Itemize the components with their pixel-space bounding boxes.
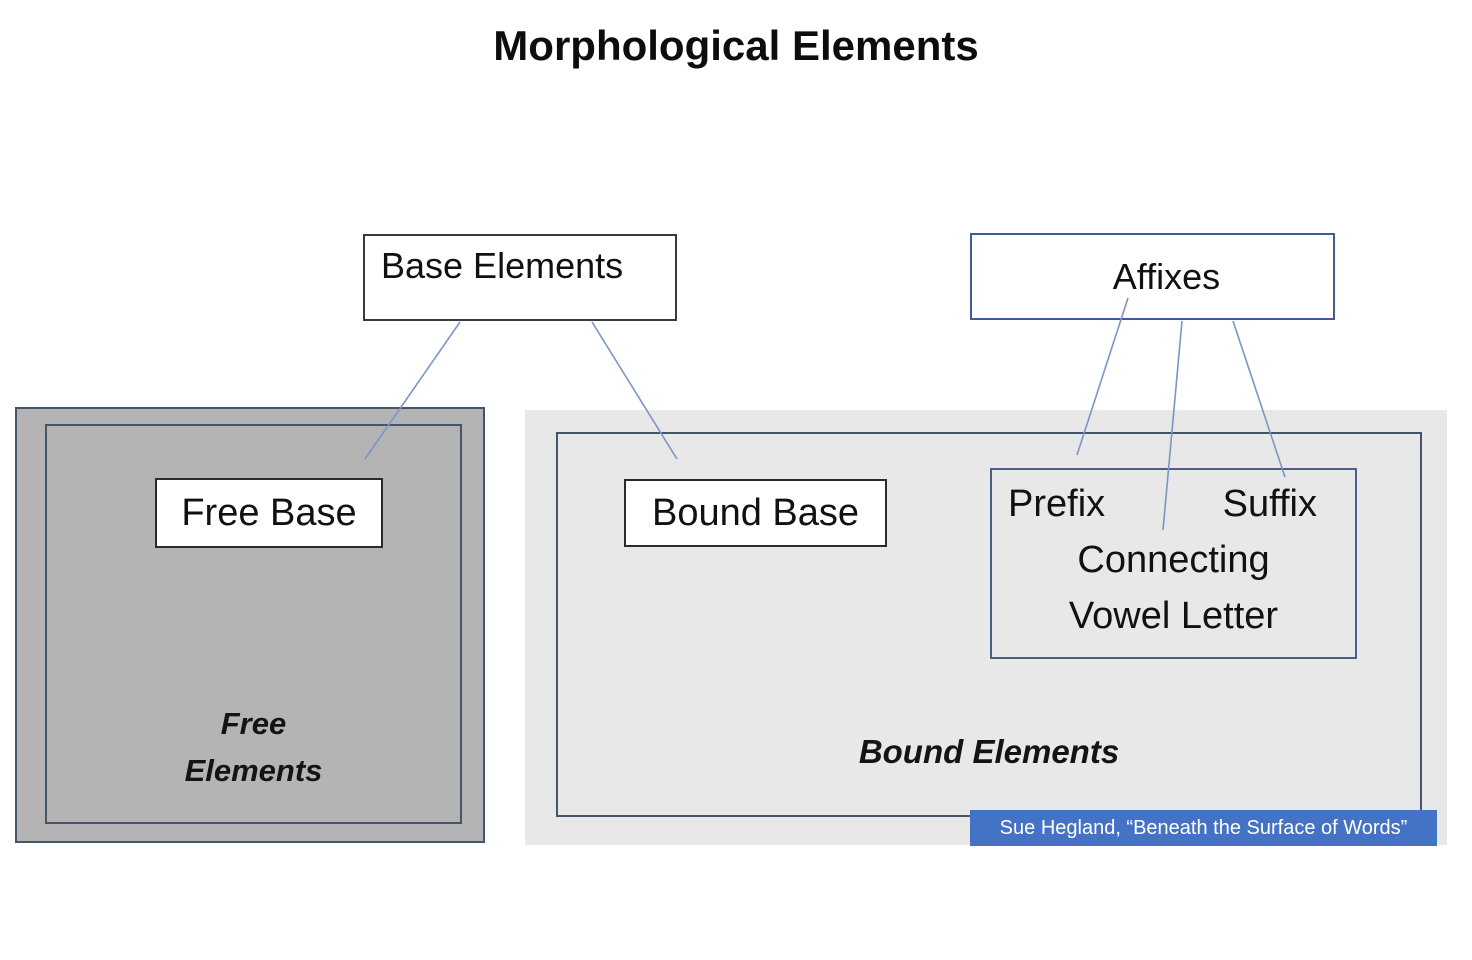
suffix-label: Suffix bbox=[1222, 483, 1317, 525]
connecting-vowel-label-line1: Connecting bbox=[1077, 539, 1270, 581]
affix-types-box: Prefix Suffix Connecting Vowel Letter bbox=[990, 468, 1357, 659]
affixes-box: Affixes bbox=[970, 233, 1335, 320]
free-base-label: Free Base bbox=[181, 491, 357, 534]
affixes-label: Affixes bbox=[1112, 255, 1221, 297]
base-elements-box: Base Elements bbox=[363, 234, 677, 321]
bound-base-box: Bound Base bbox=[624, 479, 887, 547]
connecting-vowel-label-line2: Vowel Letter bbox=[1068, 595, 1279, 637]
free-elements-label-line1: Free bbox=[220, 706, 287, 741]
prefix-label: Prefix bbox=[1008, 483, 1106, 525]
base-elements-label: Base Elements bbox=[381, 245, 624, 286]
free-elements-label: Free Elements bbox=[45, 700, 462, 794]
bound-elements-label: Bound Elements bbox=[858, 733, 1120, 770]
citation-badge: Sue Hegland, “Beneath the Surface of Wor… bbox=[970, 810, 1437, 846]
bound-base-label: Bound Base bbox=[651, 491, 860, 534]
slide-title: Morphological Elements bbox=[493, 22, 979, 69]
affix-types-row-1: Prefix Suffix bbox=[992, 476, 1355, 532]
free-base-box: Free Base bbox=[155, 478, 383, 548]
free-elements-label-line2: Elements bbox=[184, 753, 323, 788]
free-elements-inner-frame bbox=[45, 424, 462, 824]
